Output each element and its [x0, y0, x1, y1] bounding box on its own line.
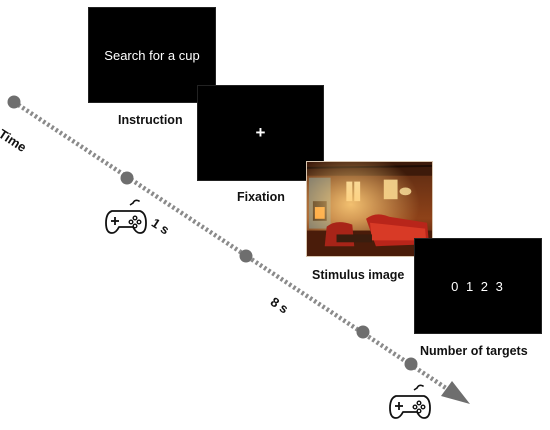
gamepad-icon [105, 199, 147, 234]
targets-caption: Number of targets [420, 344, 528, 358]
timeline-dot [356, 325, 370, 339]
timeline-dot [7, 95, 21, 109]
timeline-dot [239, 249, 253, 263]
stimulus-image [306, 161, 433, 257]
timeline-dot [404, 357, 418, 371]
instruction-screen: Search for a cup [88, 7, 216, 103]
fixation-screen: + [197, 85, 324, 181]
timeline-line [12, 100, 457, 396]
fixation-cross: + [255, 123, 266, 142]
stimulus-photo-graphic [307, 162, 432, 256]
targets-options: 0 1 2 3 [451, 278, 505, 294]
instruction-caption: Instruction [118, 113, 183, 127]
timeline-dot [120, 171, 134, 185]
timeline-arrowhead [441, 381, 470, 404]
targets-screen: 0 1 2 3 [414, 238, 542, 334]
fixation-caption: Fixation [237, 190, 285, 204]
stimulus-caption: Stimulus image [312, 268, 405, 282]
gamepad-icon [389, 384, 431, 419]
instruction-text: Search for a cup [104, 47, 200, 63]
